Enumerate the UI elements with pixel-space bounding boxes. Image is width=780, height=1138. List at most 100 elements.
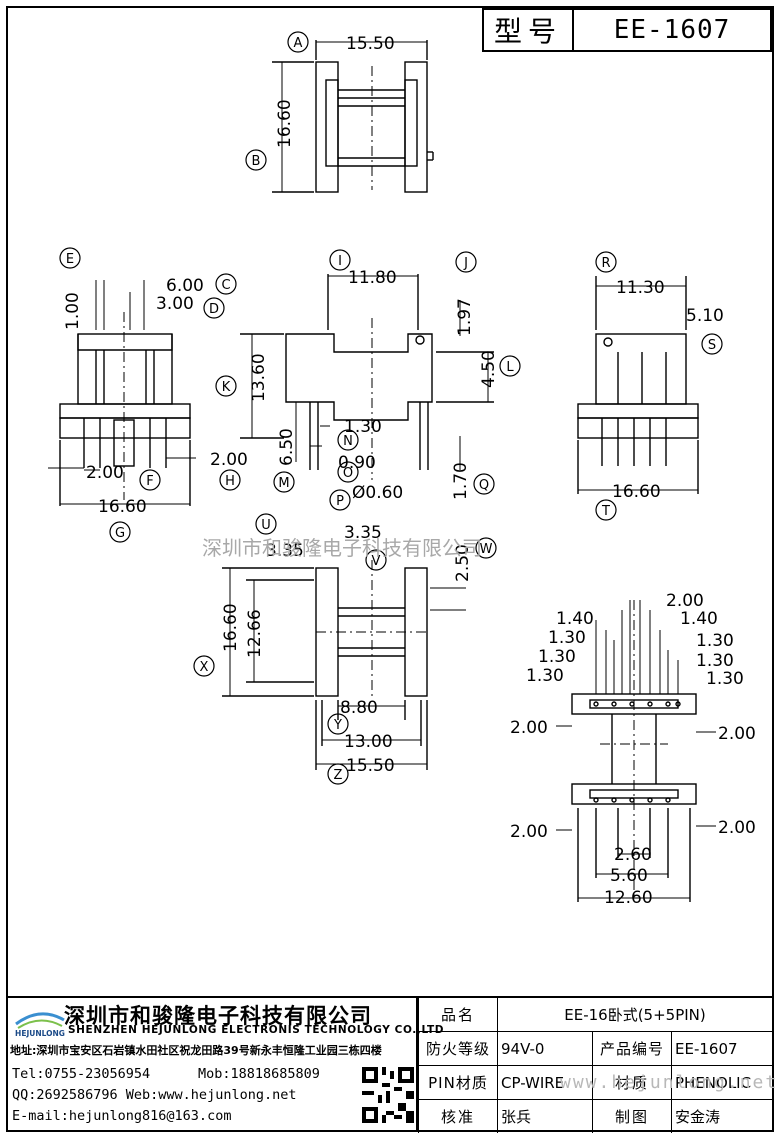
dim-pcb-right1: 1.40 [680,609,718,629]
dim-pcb-side-r1: 2.00 [718,724,756,744]
callout-j-circle [455,251,477,273]
dim-pcb-b3: 12.60 [604,888,653,908]
callout-d-circle [203,297,225,319]
company-address: 地址:深圳市宝安区石岩镇水田社区祝龙田路39号新永丰恒隆工业园三栋四楼 [10,1044,382,1057]
dim-s: 5.10 [686,306,724,326]
callout-r: R [601,256,610,271]
callout-w: W [480,542,493,557]
company-info: HEJUNLONG 深圳市和骏隆电子科技有限公司 SHENZHEN HEJUNL… [8,998,443,1132]
callout-y: Y [333,718,342,733]
dim-pcb-side-r2: 2.00 [718,818,756,838]
dim-pcb-l4: 1.30 [526,666,564,686]
dim-pcb-r3: 1.30 [696,651,734,671]
callout-f-circle [139,469,161,491]
spec-check-value: 张兵 [497,1099,593,1133]
callout-u: U [261,518,271,533]
callout-e: E [66,252,74,267]
callout-i-circle [329,249,351,271]
dim-b: 16.60 [275,99,295,148]
drawing-frame [6,6,774,1132]
dim-x-outer: 16.60 [221,603,241,652]
dim-m: 6.50 [277,428,297,466]
callout-o-circle [337,461,359,483]
callout-i: I [338,254,342,269]
callout-j: J [463,256,468,271]
company-cn-name: 深圳市和骏隆电子科技有限公司 [64,1004,372,1028]
callout-x: X [200,660,209,675]
dim-k: 13.60 [249,353,269,402]
spec-mat-label: 材质 [592,1065,672,1100]
title-block: HEJUNLONG 深圳市和骏隆电子科技有限公司 SHENZHEN HEJUNL… [8,996,772,1133]
callout-f: F [146,474,153,489]
callout-b: B [252,154,261,169]
dim-a: 15.50 [346,34,395,54]
callout-c: C [221,278,230,293]
callout-n: N [343,434,353,449]
callout-p-circle [329,489,351,511]
callout-q-circle [473,473,495,495]
dim-pcb-l3: 1.30 [538,647,576,667]
model-value: EE-1607 [613,15,731,45]
callout-l-circle [499,355,521,377]
callout-z-circle [327,763,349,785]
spec-draw-label: 制图 [592,1099,672,1133]
company-logo-icon: HEJUNLONG [15,1012,65,1038]
callout-v-circle [365,549,387,571]
view-top [272,40,434,193]
view-left [48,280,196,506]
callout-t-circle [595,499,617,521]
dim-y: 8.80 [340,698,378,718]
spec-code-label: 产品编号 [592,1031,672,1066]
callout-m-circle [273,471,295,493]
callout-g-circle [109,521,131,543]
dim-e: 1.00 [63,292,83,330]
company-mob: Mob:18818685809 [198,1066,320,1082]
dim-x-inner: 12.66 [245,609,265,658]
dim-pcb-b1: 2.60 [614,845,652,865]
dim-v: 3.35 [266,541,304,561]
dim-pcb-side-l2: 2.00 [510,822,548,842]
callout-s: S [708,338,716,353]
callout-h: H [225,474,235,489]
company-tel: Tel:0755-23056954 [12,1066,151,1082]
dim-pcb-l2: 1.30 [548,628,586,648]
spec-table: 品名 EE-16卧式(5+5PIN) 防火等级 94V-0 产品编号 EE-16… [418,998,772,1133]
spec-name-value: EE-16卧式(5+5PIN) [497,998,772,1032]
spec-fire-value: 94V-0 [497,1031,593,1066]
company-email: E-mail:hejunlong816@163.com [12,1108,232,1124]
dim-pcb-side-l1: 2.00 [510,718,548,738]
callout-s-circle [701,333,723,355]
dim-pcb-b2: 5.60 [610,866,648,886]
company-contact: Tel:0755-23056954 Mob:18818685809 QQ:2692… [12,1064,320,1127]
spec-row-approval: 核准 张兵 制图 安金涛 [418,1099,772,1133]
view-right [577,276,699,494]
dim-i: 11.80 [348,268,397,288]
spec-name-label: 品名 [418,998,498,1032]
dim-y2: 13.00 [344,732,393,752]
dim-d: 3.00 [156,294,194,314]
dim-p: Ø0.60 [352,483,403,503]
callout-y-circle [327,713,349,735]
spec-pin-label: PIN材质 [418,1065,498,1100]
callout-l: L [506,360,514,375]
callout-x-circle [193,655,215,677]
dim-l: 4.50 [479,350,499,388]
view-bottom [222,560,466,770]
spec-mat-value: PHENOLIC [671,1065,772,1100]
callout-h-circle [219,469,241,491]
callout-n-circle [337,429,359,451]
view-front [240,274,494,480]
spec-fire-label: 防火等级 [418,1031,498,1066]
company-qq-web: QQ:2692586796 Web:www.hejunlong.net [12,1087,297,1103]
callout-v: V [372,554,381,569]
dim-j: 1.97 [455,298,475,336]
spec-check-label: 核准 [418,1099,498,1133]
callout-c-circle [215,273,237,295]
callout-w-circle [475,537,497,559]
dim-z: 15.50 [346,756,395,776]
dim-f: 2.00 [86,463,124,483]
dim-pcb-left1: 1.40 [556,609,594,629]
callout-z: Z [334,768,343,783]
spec-code-value: EE-1607 [671,1031,772,1066]
dim-pcb-r4: 1.30 [706,669,744,689]
